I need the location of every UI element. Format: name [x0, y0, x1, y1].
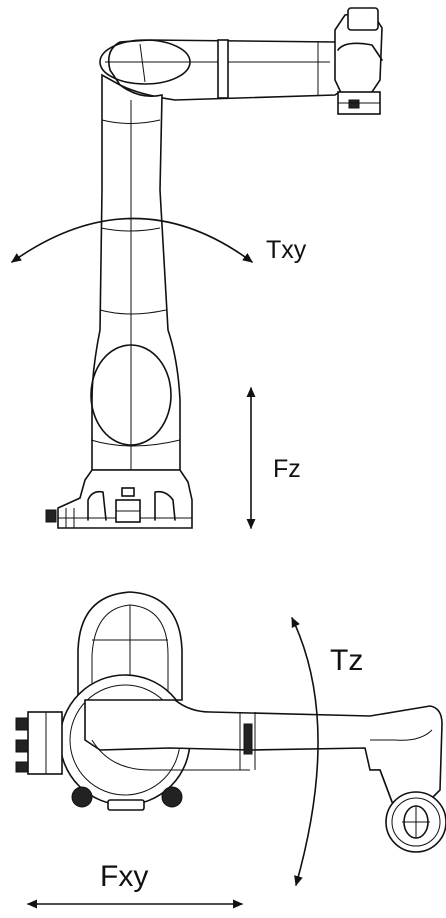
- fxy-label: Fxy: [100, 860, 148, 893]
- txy-arrow: [11, 217, 253, 263]
- top-base-bolt-right: [161, 786, 183, 808]
- fz-label: Fz: [273, 455, 301, 483]
- side-arm-band: [217, 39, 229, 99]
- tz-arrow: [291, 616, 319, 887]
- side-lower-arm: [91, 73, 181, 471]
- txy-label: Txy: [266, 236, 307, 264]
- robot-side-view: [45, 7, 383, 529]
- robot-top-view: [15, 591, 446, 853]
- side-base: [57, 469, 193, 529]
- tz-label: Tz: [330, 644, 363, 677]
- side-elbow-joint: [90, 344, 172, 446]
- top-arm: [84, 699, 443, 811]
- top-connector-block: [27, 711, 63, 775]
- top-base-bolt-left: [71, 786, 93, 808]
